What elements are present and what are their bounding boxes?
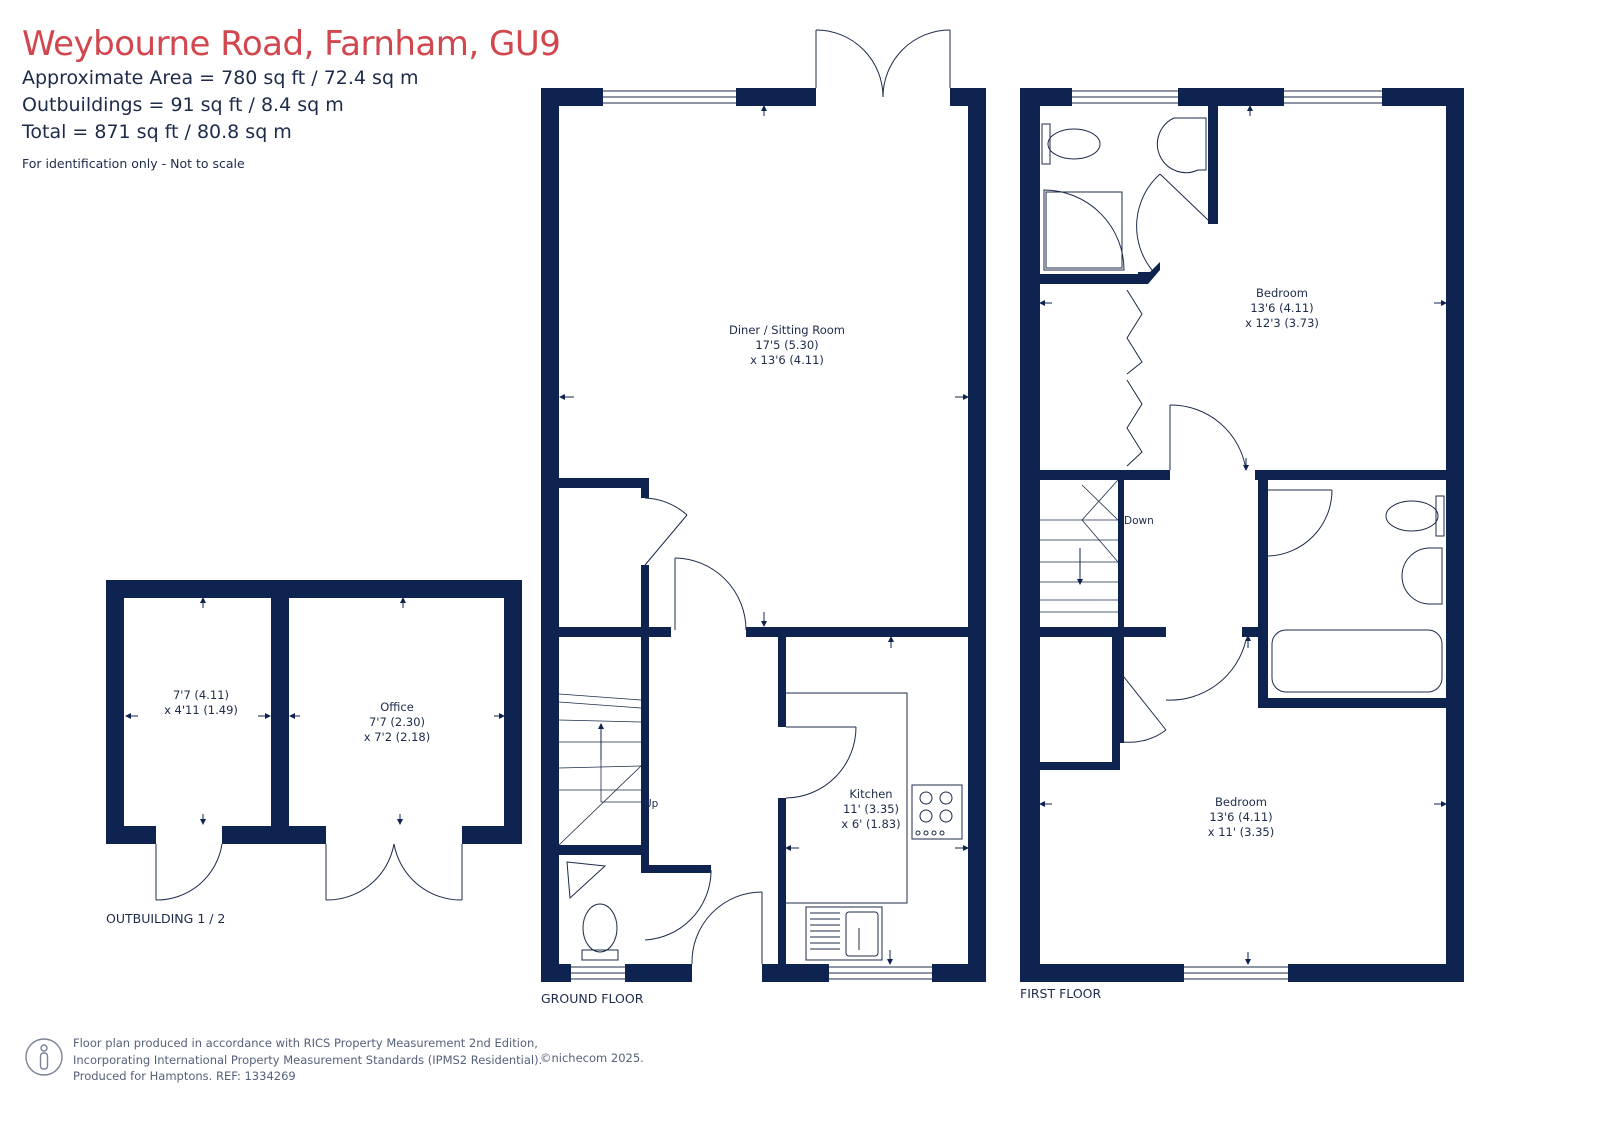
first-floor-label: FIRST FLOOR: [1020, 986, 1102, 1001]
kitchen-label: Kitchen 11' (3.35) x 6' (1.83): [841, 787, 900, 832]
ground-floor-label: GROUND FLOOR: [541, 991, 644, 1006]
ground-floor-windows: [571, 90, 932, 980]
diner-name: Diner / Sitting Room: [728, 323, 846, 337]
outbuilding-1-dim2: x 4'11 (1.49): [164, 703, 238, 717]
office-label: Office 7'7 (2.30) x 7'2 (2.18): [364, 700, 431, 745]
stairs-up-label: Up: [644, 798, 659, 810]
stairs-down-label: Down: [1124, 515, 1154, 527]
outbuilding-dimension-arrows: [125, 597, 505, 825]
bedroom-1-name: Bedroom: [1255, 286, 1308, 300]
outbuilding-1-label: 7'7 (4.11) x 4'11 (1.49): [164, 688, 238, 718]
first-floor-doors: [1119, 173, 1333, 743]
office-name: Office: [380, 700, 414, 714]
office-dim1: 7'7 (2.30): [368, 715, 426, 729]
first-floor-stairs: [1040, 479, 1119, 613]
kitchen-units: [786, 692, 963, 961]
ground-floor-doors: [644, 29, 951, 965]
first-floor-windows: [1072, 90, 1382, 980]
first-floor-fixtures: [1041, 117, 1445, 693]
ground-wc-fixtures: [566, 861, 619, 961]
footer-line-3: Produced for Hamptons. REF: 1334269: [73, 1069, 296, 1083]
diner-sitting-room-label: Diner / Sitting Room 17'5 (5.30) x 13'6 …: [729, 323, 845, 368]
ground-floor-walls: [541, 88, 986, 982]
copyright: ©nichecom 2025.: [540, 1051, 644, 1065]
rics-footer: Floor plan produced in accordance with R…: [73, 1035, 542, 1085]
outbuilding-doors: [155, 843, 463, 901]
footer-line-2: Incorporating International Property Mea…: [73, 1052, 543, 1067]
bedroom-1-label: Bedroom 13'6 (4.11) x 12'3 (3.73): [1245, 286, 1319, 331]
bedroom-1-dim2: x 12'3 (3.73): [1245, 316, 1319, 330]
kitchen-dim1: 11' (3.35): [842, 802, 900, 816]
ground-floor-stairs: [558, 693, 642, 846]
bedroom-2-dim1: 13'6 (4.11): [1209, 810, 1273, 824]
person-info-icon: [25, 1038, 63, 1076]
diner-dim1: 17'5 (5.30): [755, 338, 819, 352]
bedroom-2-name: Bedroom: [1214, 795, 1267, 809]
footer-line-1: Floor plan produced in accordance with R…: [73, 1036, 538, 1050]
first-dimension-arrows: [1039, 105, 1447, 965]
kitchen-name: Kitchen: [849, 787, 893, 801]
office-dim2: x 7'2 (2.18): [363, 730, 431, 744]
first-floor-walls: [1020, 88, 1464, 982]
outbuilding-walls: [106, 580, 522, 844]
diner-dim2: x 13'6 (4.11): [750, 353, 824, 367]
outbuilding-floor-label: OUTBUILDING 1 / 2: [106, 911, 226, 926]
page-title: Weybourne Road, Farnham, GU9: [22, 24, 561, 64]
ground-dimension-arrows: [559, 105, 969, 965]
approximate-area: Approximate Area = 780 sq ft / 72.4 sq m: [22, 67, 419, 89]
identification-note: For identification only - Not to scale: [22, 156, 245, 171]
total-area: Total = 871 sq ft / 80.8 sq m: [22, 121, 292, 143]
bedroom-1-dim1: 13'6 (4.11): [1250, 301, 1314, 315]
outbuilding-1-dim1: 7'7 (4.11): [172, 688, 230, 702]
bedroom-2-dim2: x 11' (3.35): [1207, 825, 1275, 839]
kitchen-dim2: x 6' (1.83): [841, 817, 901, 831]
outbuildings-area: Outbuildings = 91 sq ft / 8.4 sq m: [22, 94, 344, 116]
bedroom-2-label: Bedroom 13'6 (4.11) x 11' (3.35): [1208, 795, 1275, 840]
